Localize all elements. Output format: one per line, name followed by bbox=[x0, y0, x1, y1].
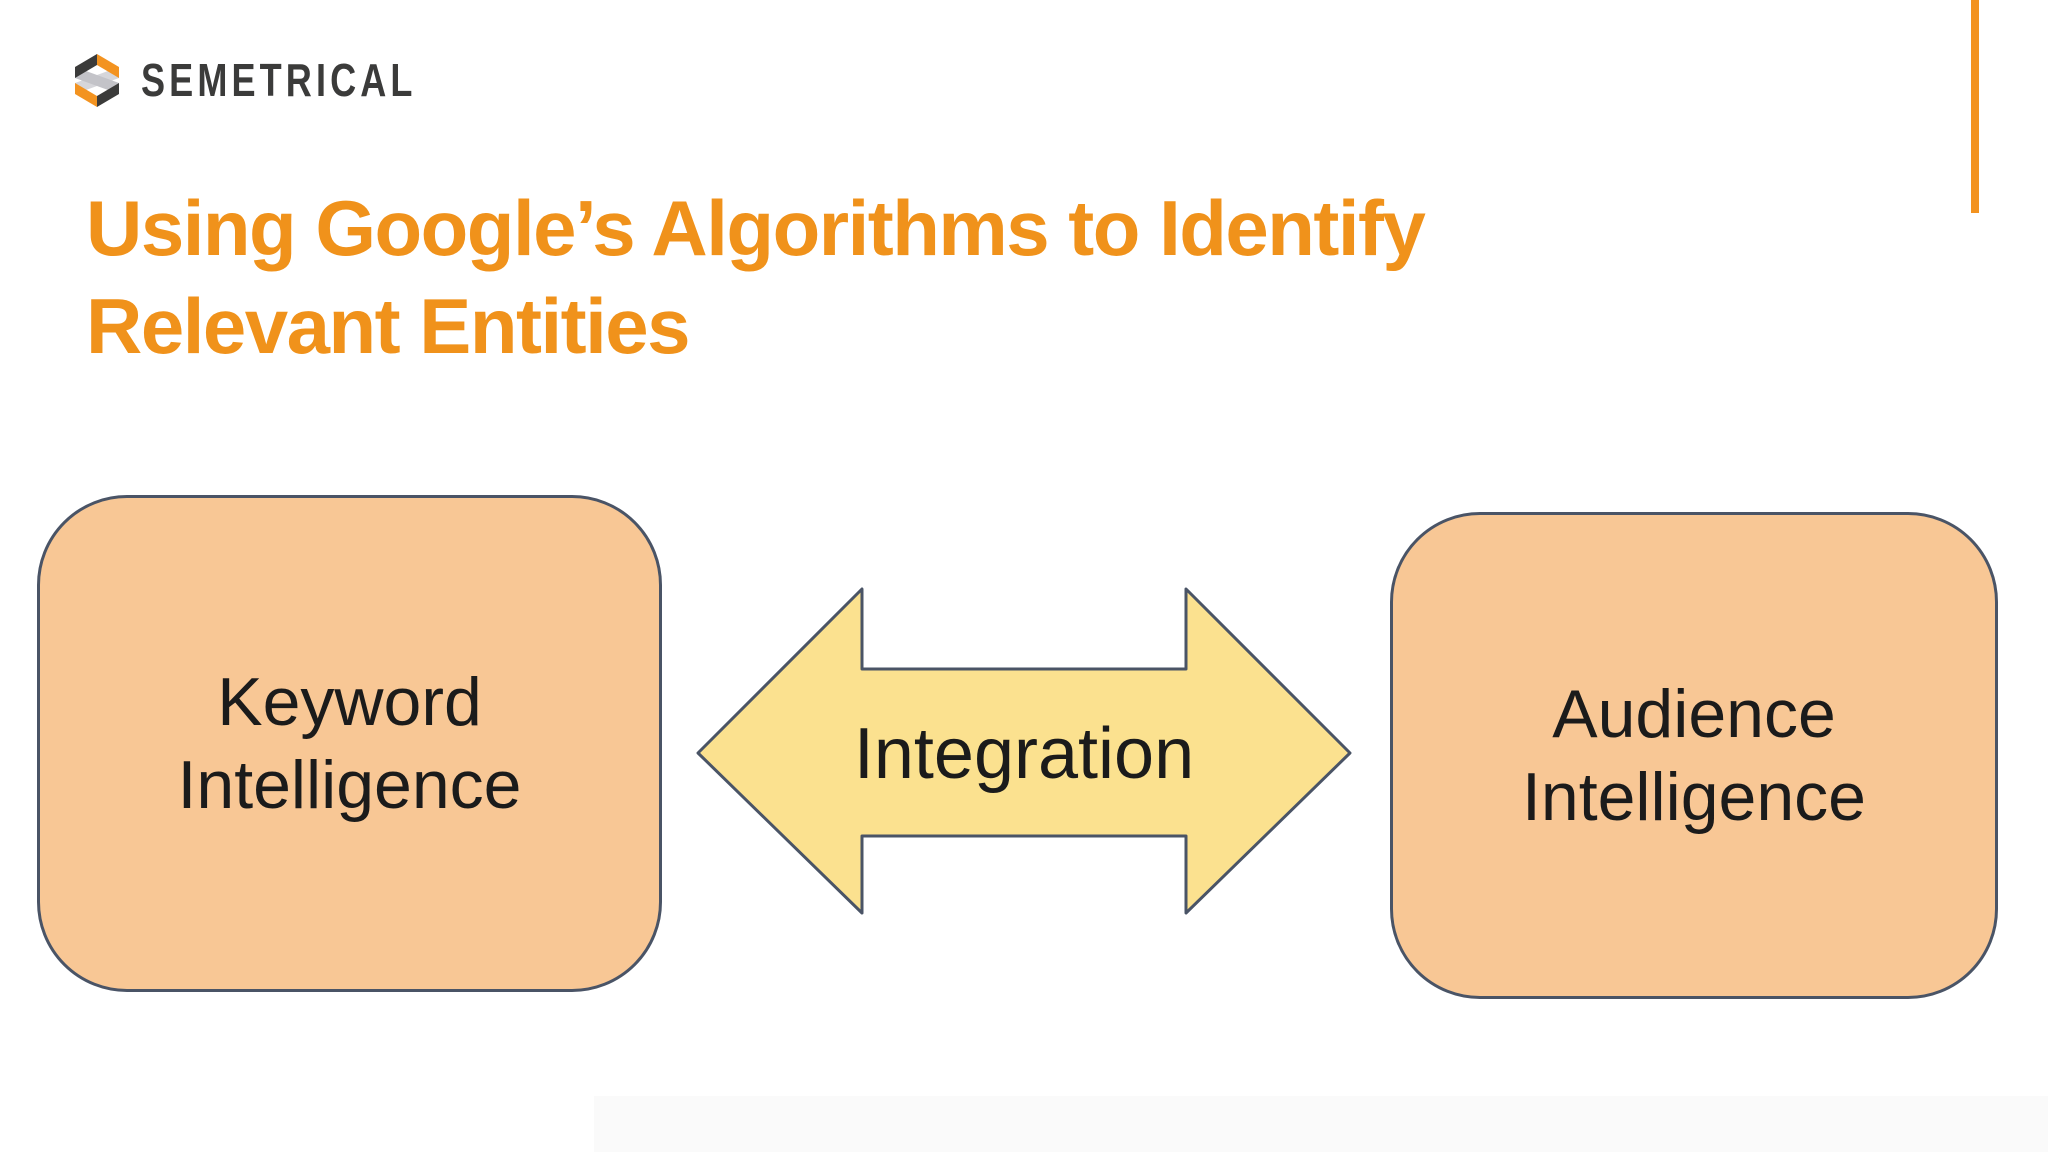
bottom-gray-strip bbox=[594, 1096, 2048, 1152]
node-label-line: Keyword bbox=[217, 663, 482, 740]
semetrical-logo-icon bbox=[75, 54, 119, 107]
node-label-line: Audience bbox=[1552, 675, 1836, 752]
accent-line-right bbox=[1971, 0, 1979, 213]
node-keyword-intelligence: Keyword Intelligence bbox=[37, 495, 662, 992]
integration-label: Integration bbox=[853, 714, 1195, 794]
node-audience-intelligence: Audience Intelligence bbox=[1390, 512, 1998, 999]
page-title: Using Google’s Algorithms to Identify Re… bbox=[86, 180, 1706, 375]
title-line-1: Using Google’s Algorithms to Identify bbox=[86, 184, 1426, 272]
semetrical-wordmark: SEMETRICAL bbox=[141, 54, 417, 107]
semetrical-logo: SEMETRICAL bbox=[73, 50, 477, 112]
node-label-line: Intelligence bbox=[177, 746, 522, 823]
title-line-2: Relevant Entities bbox=[86, 281, 691, 370]
node-label-line: Intelligence bbox=[1521, 758, 1867, 835]
